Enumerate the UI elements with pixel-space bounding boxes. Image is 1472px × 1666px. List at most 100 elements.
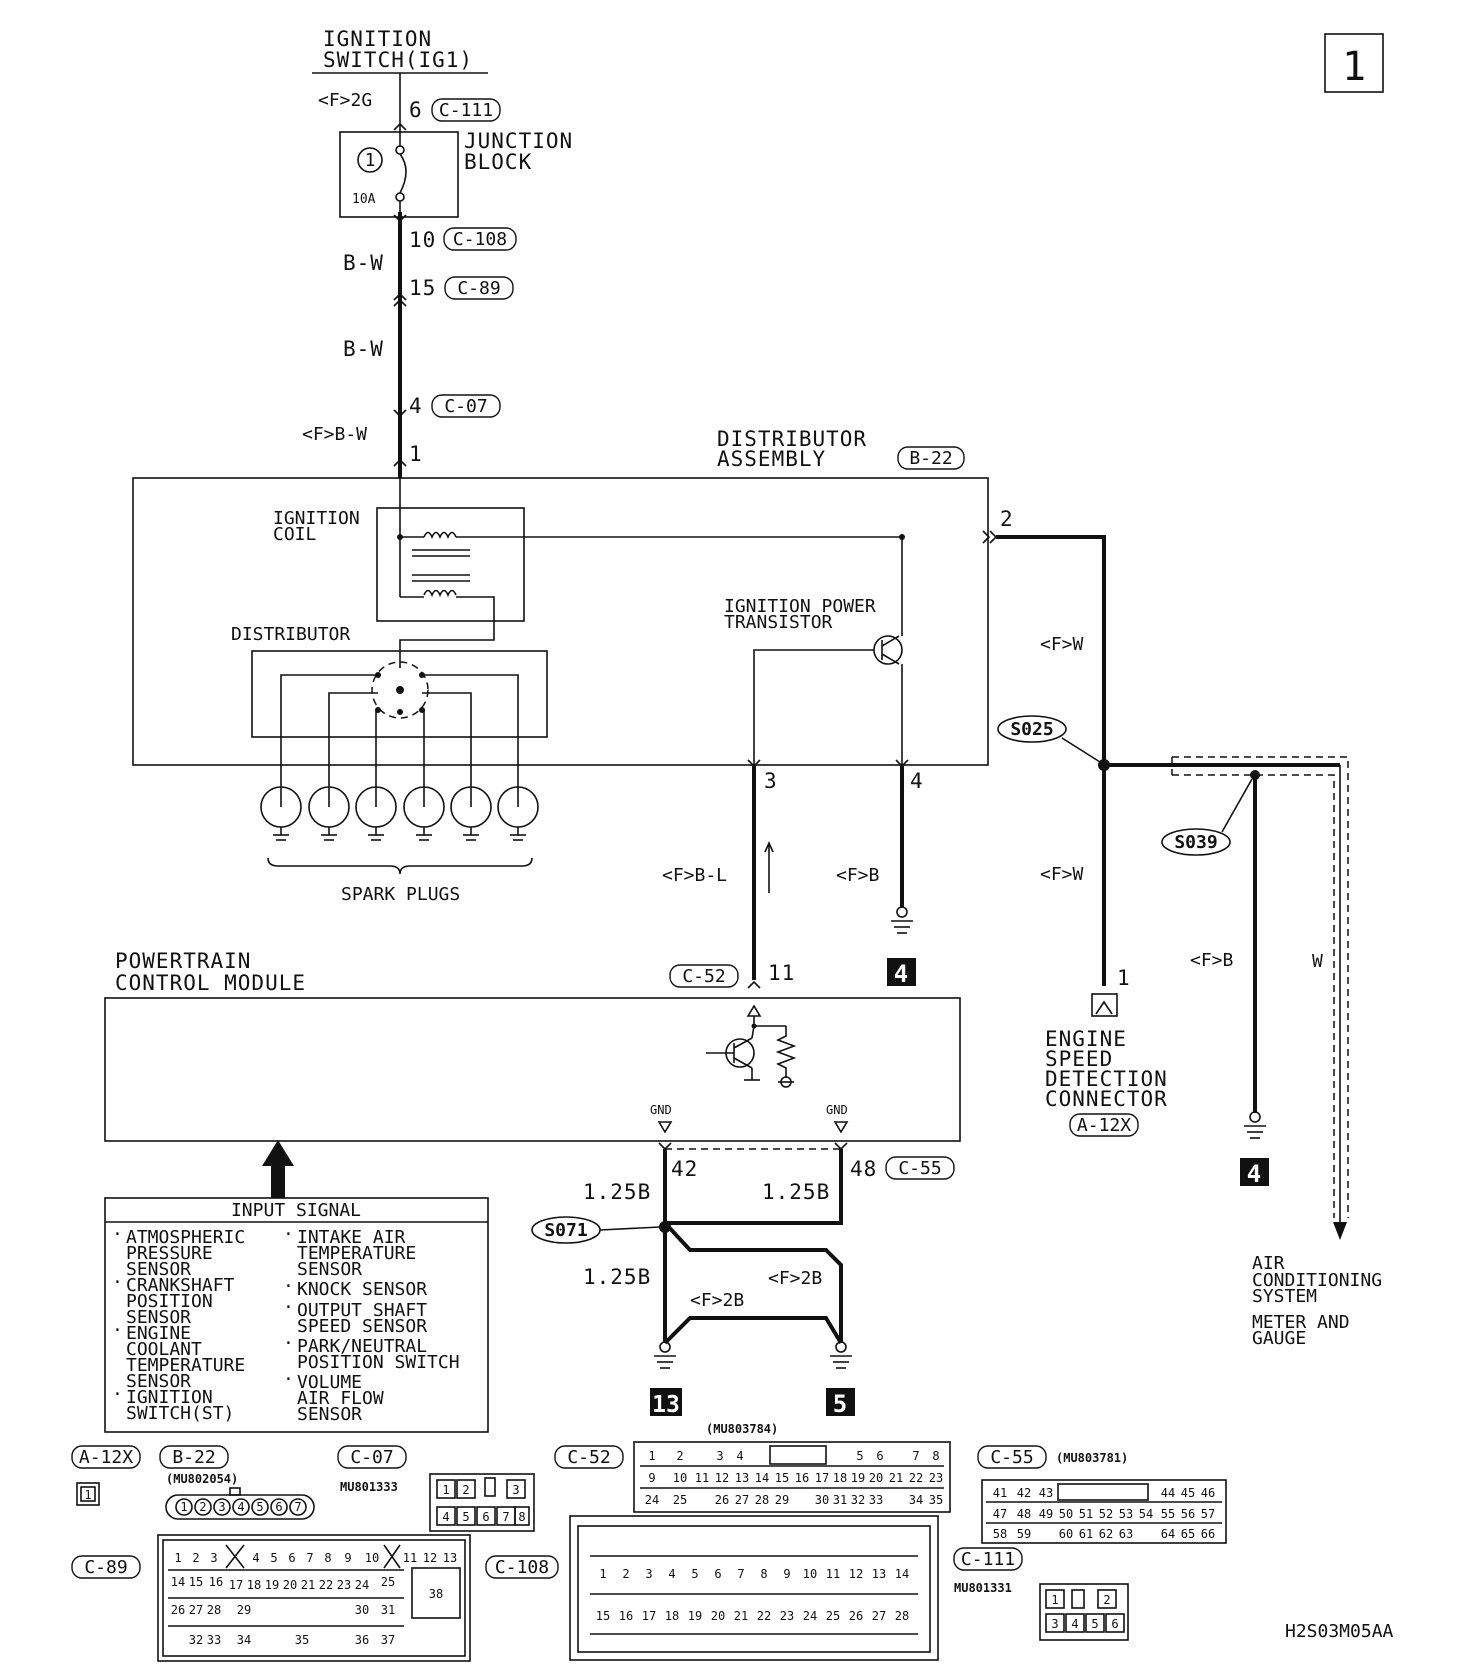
svg-text:C-89: C-89: [457, 278, 500, 299]
connector-detail-a12x: A-12X 1: [71, 1445, 141, 1506]
spark-plug-5-icon: [450, 786, 492, 841]
svg-text:C-108: C-108: [453, 229, 507, 250]
svg-text:24: 24: [803, 1609, 817, 1623]
connector-detail-c111: C-111 MU801331 1 2 3 4 5 6: [953, 1547, 1129, 1641]
svg-text:14: 14: [895, 1567, 909, 1581]
svg-text:2: 2: [192, 1551, 199, 1565]
svg-text:16: 16: [619, 1609, 633, 1623]
spark-plugs-label: SPARK PLUGS: [341, 884, 460, 905]
pin-2: 2: [1000, 507, 1014, 531]
svg-text:10: 10: [673, 1471, 687, 1485]
splice-s025: S025: [997, 715, 1110, 771]
svg-text:26: 26: [715, 1493, 729, 1507]
svg-text:C-55: C-55: [898, 1158, 941, 1179]
svg-text:SENSOR: SENSOR: [297, 1404, 362, 1425]
svg-text:28: 28: [207, 1603, 221, 1617]
svg-text:47: 47: [993, 1507, 1007, 1521]
svg-text:2: 2: [1103, 1593, 1110, 1607]
coil-primary-icon: [423, 531, 457, 539]
svg-text:1: 1: [599, 1567, 606, 1581]
svg-text:1: 1: [174, 1551, 181, 1565]
connector-detail-b22: B-22 (MU802054) 1 2 3 4 5 6 7: [159, 1445, 315, 1520]
svg-text:5: 5: [270, 1551, 277, 1565]
svg-text:19: 19: [851, 1471, 865, 1485]
coil-secondary-icon: [423, 589, 457, 597]
pin-6: 6: [409, 98, 423, 122]
svg-text:34: 34: [237, 1633, 251, 1647]
svg-text:46: 46: [1201, 1486, 1215, 1500]
svg-text:35: 35: [929, 1493, 943, 1507]
ground-number-5: 5: [826, 1388, 855, 1418]
svg-text:SENSOR: SENSOR: [126, 1259, 191, 1280]
svg-text:(MU802054): (MU802054): [166, 1472, 238, 1486]
ignition-switch-line2: SWITCH(IG1): [323, 48, 473, 72]
svg-text:S071: S071: [544, 1220, 587, 1241]
chevron-c52: [747, 980, 761, 989]
svg-text:COOLANT: COOLANT: [126, 1339, 202, 1360]
svg-text:11: 11: [695, 1471, 709, 1485]
svg-text:17: 17: [815, 1471, 829, 1485]
pcm-line2: CONTROL MODULE: [115, 971, 306, 995]
svg-text:32: 32: [189, 1633, 203, 1647]
svg-text:IGNITION: IGNITION: [126, 1387, 213, 1408]
arrow-down-icon: [1333, 1222, 1347, 1240]
svg-text:17: 17: [229, 1578, 243, 1592]
ignition-power-transistor: IGNITION POWER TRANSISTOR: [724, 534, 905, 765]
svg-text:13: 13: [735, 1471, 749, 1485]
svg-text:3: 3: [512, 1483, 519, 1497]
svg-text:DETECTION: DETECTION: [1045, 1067, 1168, 1091]
svg-text:5: 5: [462, 1510, 469, 1524]
resistor-icon: [775, 1026, 797, 1078]
svg-text:10: 10: [365, 1551, 379, 1565]
svg-text:52: 52: [1099, 1507, 1113, 1521]
svg-text:9: 9: [344, 1551, 351, 1565]
svg-text:ATMOSPHERIC: ATMOSPHERIC: [126, 1227, 245, 1248]
svg-text:50: 50: [1059, 1507, 1073, 1521]
gnd-label-1: GND: [650, 1103, 672, 1117]
ignition-coil-line1: IGNITION: [273, 508, 360, 529]
svg-text:GAUGE: GAUGE: [1252, 1328, 1306, 1349]
chevron-c07: [393, 409, 407, 418]
power-transistor-line1: IGNITION POWER: [724, 596, 876, 617]
svg-text:59: 59: [1017, 1527, 1031, 1541]
svg-text:2: 2: [199, 1500, 206, 1514]
power-transistor-line2: TRANSISTOR: [724, 612, 833, 633]
svg-text:5: 5: [256, 1500, 263, 1514]
spark-plugs: SPARK PLUGS: [260, 786, 539, 905]
svg-text:25: 25: [673, 1493, 687, 1507]
junction-block: 1 10A JUNCTION BLOCK: [339, 128, 572, 218]
chevron-c89: [393, 292, 407, 307]
wire-label-w: W: [1312, 951, 1323, 972]
input-signal-box: INPUT SIGNAL · ATMOSPHERIC PRESSURE SENS…: [104, 1197, 489, 1433]
svg-text:INTAKE AIR: INTAKE AIR: [297, 1227, 406, 1248]
svg-text:28: 28: [755, 1493, 769, 1507]
wire-label-f2g: <F>2G: [318, 90, 372, 111]
svg-text:6: 6: [275, 1500, 282, 1514]
wire-label-125b-3: 1.25B: [583, 1265, 651, 1289]
svg-text:S039: S039: [1174, 832, 1217, 853]
shield-inner: [1172, 774, 1335, 1218]
svg-text:SWITCH(ST): SWITCH(ST): [126, 1403, 234, 1424]
svg-text:4: 4: [1247, 1160, 1261, 1188]
chevron-c111: [393, 122, 407, 131]
pin-4-c07: 4: [409, 394, 423, 418]
chevron-dist-2: [982, 530, 998, 544]
pcm-line1: POWERTRAIN: [115, 949, 251, 973]
svg-text:5: 5: [1091, 1617, 1098, 1631]
svg-text:3: 3: [218, 1500, 225, 1514]
svg-text:AIR: AIR: [1252, 1253, 1285, 1274]
wire-gnd-5: [663, 1221, 843, 1343]
page-number-box: 1: [1324, 33, 1384, 93]
svg-text:·: ·: [283, 1224, 294, 1245]
svg-text:C-07: C-07: [444, 396, 487, 417]
svg-text:53: 53: [1119, 1507, 1133, 1521]
ignition-switch-line1: IGNITION: [323, 27, 432, 51]
svg-text:C-55: C-55: [990, 1447, 1033, 1468]
svg-text:54: 54: [1139, 1507, 1153, 1521]
fuse-icon: [399, 153, 407, 194]
destination-list: AIR CONDITIONING SYSTEM METER AND GAUGE: [1252, 1253, 1382, 1349]
spark-plug-1-icon: [260, 786, 302, 841]
svg-text:18: 18: [665, 1609, 679, 1623]
